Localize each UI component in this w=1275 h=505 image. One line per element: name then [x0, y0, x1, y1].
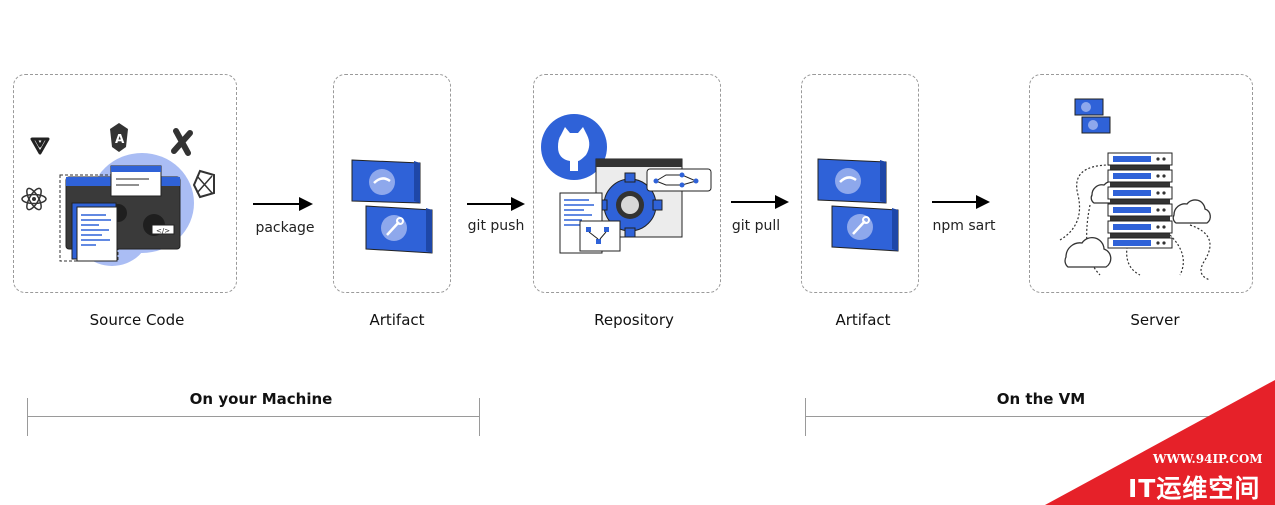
watermark-url: WWW.94IP.COM — [1153, 452, 1263, 466]
source-code-illustration: </> A — [21, 123, 215, 266]
artifact-box-2 — [801, 74, 919, 293]
repository-box — [533, 74, 721, 293]
arrow-git-pull — [731, 195, 789, 209]
arrow-npm-sart — [932, 195, 990, 209]
group-bracket-machine — [27, 416, 480, 417]
watermark-name: IT运维空间 — [1128, 474, 1261, 503]
artifact-label-2: Artifact — [835, 311, 891, 329]
svg-text:</>: </> — [156, 227, 170, 235]
group-label-machine: On your Machine — [189, 390, 333, 408]
edge-label-package: package — [255, 220, 315, 236]
artifact-illustration-2 — [817, 158, 899, 252]
artifact-illustration-1 — [351, 159, 433, 254]
server-box — [1029, 74, 1253, 293]
svg-text:A: A — [115, 132, 125, 146]
edge-label-git-pull: git pull — [731, 218, 781, 234]
arrow-package — [253, 197, 313, 211]
source-code-box: </> A — [13, 74, 237, 293]
edge-label-git-push: git push — [467, 218, 525, 234]
source-code-label: Source Code — [89, 311, 185, 329]
group-bracket-machine-left — [27, 398, 28, 436]
group-label-vm: On the VM — [996, 390, 1086, 408]
server-label: Server — [1130, 311, 1180, 329]
repository-label: Repository — [594, 311, 674, 329]
artifact-box-1 — [333, 74, 451, 293]
watermark-triangle — [1045, 380, 1275, 505]
repository-illustration — [541, 114, 712, 254]
group-bracket-vm — [805, 416, 1275, 417]
edge-label-npm-sart: npm sart — [932, 218, 996, 234]
server-illustration — [1059, 98, 1211, 281]
arrow-git-push — [467, 197, 525, 211]
artifact-label-1: Artifact — [369, 311, 425, 329]
group-bracket-machine-right — [479, 398, 480, 436]
group-bracket-vm-left — [805, 398, 806, 436]
